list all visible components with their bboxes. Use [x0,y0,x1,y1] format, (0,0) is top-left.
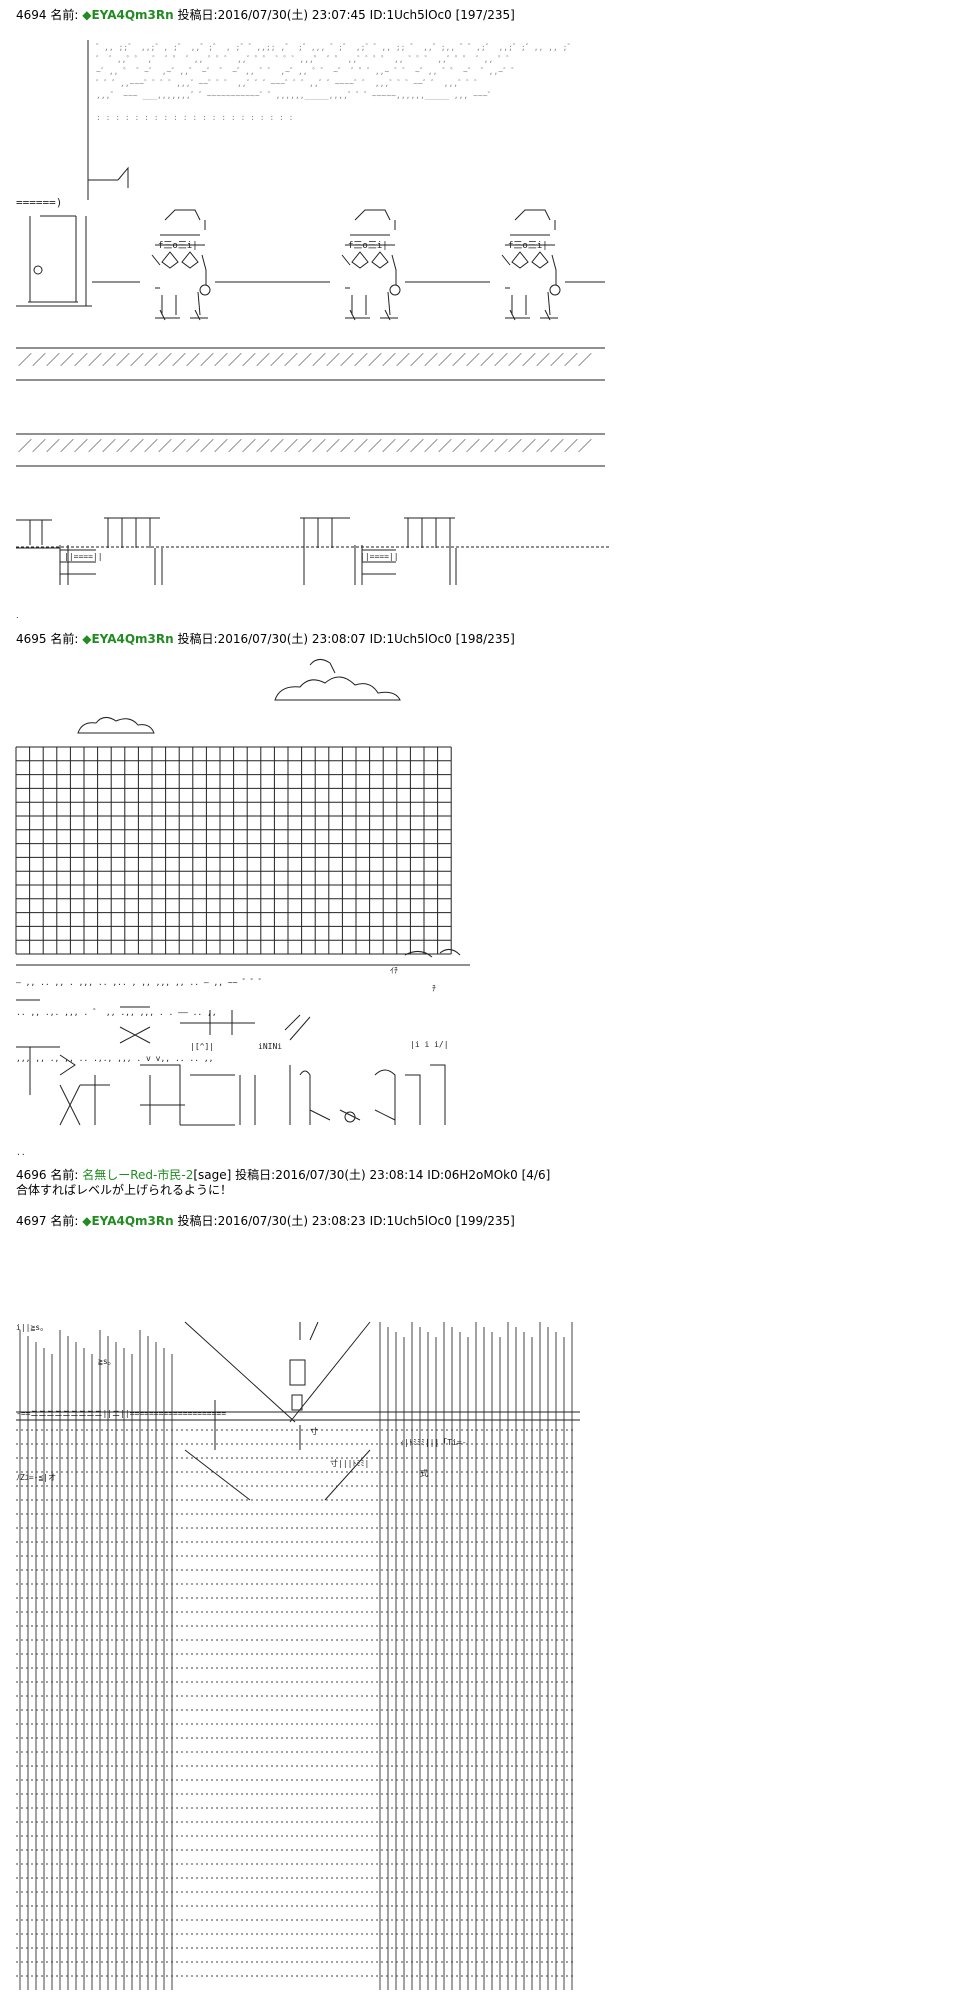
poster-name[interactable]: ◆EYA4Qm3Rn [82,632,174,646]
name-label: 名前: [50,1168,79,1182]
ascii-art-storefront: -==ニニニニニニニニニ||ニ||==================== ｨ|… [16,1321,580,1990]
name-label: 名前: [50,632,79,646]
store-rule: -==ニニニニニニニニニ||ニ||==================== [16,1409,226,1418]
robot-label: f三o三i| [158,241,198,251]
posted-label: 投稿日: [235,1168,276,1182]
fence-text: ======) [16,196,62,209]
svg-text:: : : : : : : :: : : : : : : : : : : : : : : : : : : : : … [96,113,293,122]
poster-name[interactable]: ◆EYA4Qm3Rn [82,1214,174,1228]
name-label: 名前: [50,1214,79,1228]
shop-sign: ﾁ [432,984,436,993]
posted-label: 投稿日: [177,632,218,646]
post-date: 2016/07/30(土) 23:08:14 [275,1168,424,1182]
shop-sign: iNINi [258,1042,282,1051]
name-label: 名前: [50,8,79,22]
svg-text:— ,, .. ,, . ,,, .. ,..: — ,, .. ,, . ,,, .. ,.. , ,, ,,, ,, .. —… [16,978,266,987]
svg-text:.. ,, .,. ,,, . ゛: .. ,, .,. ,,, . ゛ ,, .,, ,,, . . —— .. ,… [16,1008,217,1017]
post-number: 4694 [16,8,47,22]
post-date: 2016/07/30(土) 23:08:23 [217,1214,366,1228]
post-number: 4696 [16,1168,47,1182]
robot-label: f三o三i| [348,241,388,251]
post-header: 4694 名前: ◆EYA4Qm3Rn 投稿日:2016/07/30(土) 23… [16,8,515,22]
post-date: 2016/07/30(土) 23:08:07 [217,632,366,646]
store-sign: 式 [420,1468,428,1478]
store-sign: ﾉZﾕ=-≦|オ [16,1473,56,1482]
poster-name[interactable]: ◆EYA4Qm3Rn [82,8,174,22]
store-sign: ≧s。 [98,1357,116,1366]
posted-label: 投稿日: [177,1214,218,1228]
post-counter: [197/235] [455,8,515,22]
counter-label: ||====|| [64,552,103,561]
shop-sign: ｲﾁ [390,966,398,975]
post-counter: [199/235] [455,1214,515,1228]
post-header: 4695 名前: ◆EYA4Qm3Rn 投稿日:2016/07/30(土) 23… [16,632,515,646]
post-counter: [198/235] [455,632,515,646]
store-sign: 寸 [310,1426,318,1436]
post-id: ID:1Uch5lOc0 [369,632,452,646]
store-sign: i||≧s。 [16,1323,48,1332]
svg-text:,,,゛ ~~~ ___,,,,,,,゛゛~~~~~~~~~: ,,,゛ ~~~ ___,,,,,,,゛゛~~~~~~~~~~~゛゛,,,,,,… [96,91,496,100]
svg-text:,,, ,, ., ,, .. .,., ,,, .: ,,, ,, ., ,, .. .,., ,,, . v v,, .. .. ,… [16,1054,213,1063]
svg-text:..: .. [16,1148,26,1157]
posted-label: 投稿日: [177,8,218,22]
ascii-art-city-scene: iNINi |[^]| |i i i/| ｲﾁ ﾁ — ,, .. ,, . ,… [15,659,470,1157]
ascii-art-street-scene: ゛,, ;;゛ ,,;゛, ;゛ ,,゛;゛ , ;゛゛,,;; ,゛ ;゛,,… [16,40,610,620]
shop-sign: |[^]| [190,1042,214,1051]
post-header: 4697 名前: ◆EYA4Qm3Rn 投稿日:2016/07/30(土) 23… [16,1214,515,1228]
svg-text:゛ ゛,,゜゜ ,゛ ゛゜ ゛,, ゜゜゛ ,,゛゜゜ ゛゜: ゛ ゛,,゜゜ ,゛ ゛゜ ゛,, ゜゜゛ ,,゛゜゜ ゛゜゛,,,゜ ゛゜ ,… [96,55,514,64]
svg-text:.: . [16,611,19,620]
post-id: ID:1Uch5lOc0 [369,1214,452,1228]
post-header: 4696 名前: 名無しーRed-市民-2[sage] 投稿日:2016/07/… [16,1168,550,1182]
post-id: ID:06H2oMOk0 [427,1168,518,1182]
road-hatch: ／／／／／／／／／／／／／／／／／／／／／／／／／／／／／／／／／／／／／／／／… [18,353,592,369]
post-number: 4697 [16,1214,47,1228]
store-sign: 寸|||ﾄﾐﾐ| [330,1458,369,1468]
post-body: 合体すればレベルが上げられるように！ [16,1183,233,1197]
svg-text:゛,, ;;゛ ,,;゛, ;゛ ,,゛;゛ , ;゛゛,,: ゛,, ;;゛ ,,;゛, ;゛ ,,゛;゛ , ;゛゛,,;; ,゛ ;゛,,… [96,43,575,52]
post-date: 2016/07/30(土) 23:07:45 [217,8,366,22]
post-number: 4695 [16,632,47,646]
shop-sign: |i i i/| [410,1040,449,1049]
road-hatch: ／／／／／／／／／／／／／／／／／／／／／／／／／／／／／／／／／／／／／／／／… [18,439,592,455]
poster-mail: [sage] [193,1168,232,1182]
post-id: ID:1Uch5lOc0 [369,8,452,22]
svg-text:~゛,, ゜ ゛~゛ ,~゛,,゛ ~゛ ゛ ~゛,, ゛゛: ~゛,, ゜ ゛~゛ ,~゛,,゛ ~゛ ゛ ~゛,, ゛゛ ,~゛,, ゜゛ … [96,67,519,76]
svg-text:゛゛゛,,~~~゛゛゛゛,,,゛~~゛゛゛ ,,゛゛゛~~~: ゛゛゛,,~~~゛゛゛゛,,,゛~~゛゛゛ ,,゛゛゛~~~゛゛゛,,゛゛~~~… [96,79,482,88]
counter-label: ||====|| [360,552,399,561]
poster-name[interactable]: 名無しーRed-市民-2 [82,1168,194,1182]
robot-label: f三o三i| [508,241,548,251]
post-counter: [4/6] [521,1168,551,1182]
store-sign: ｨ|ﾄﾐﾐﾐ|||「Ti=- [400,1438,467,1447]
